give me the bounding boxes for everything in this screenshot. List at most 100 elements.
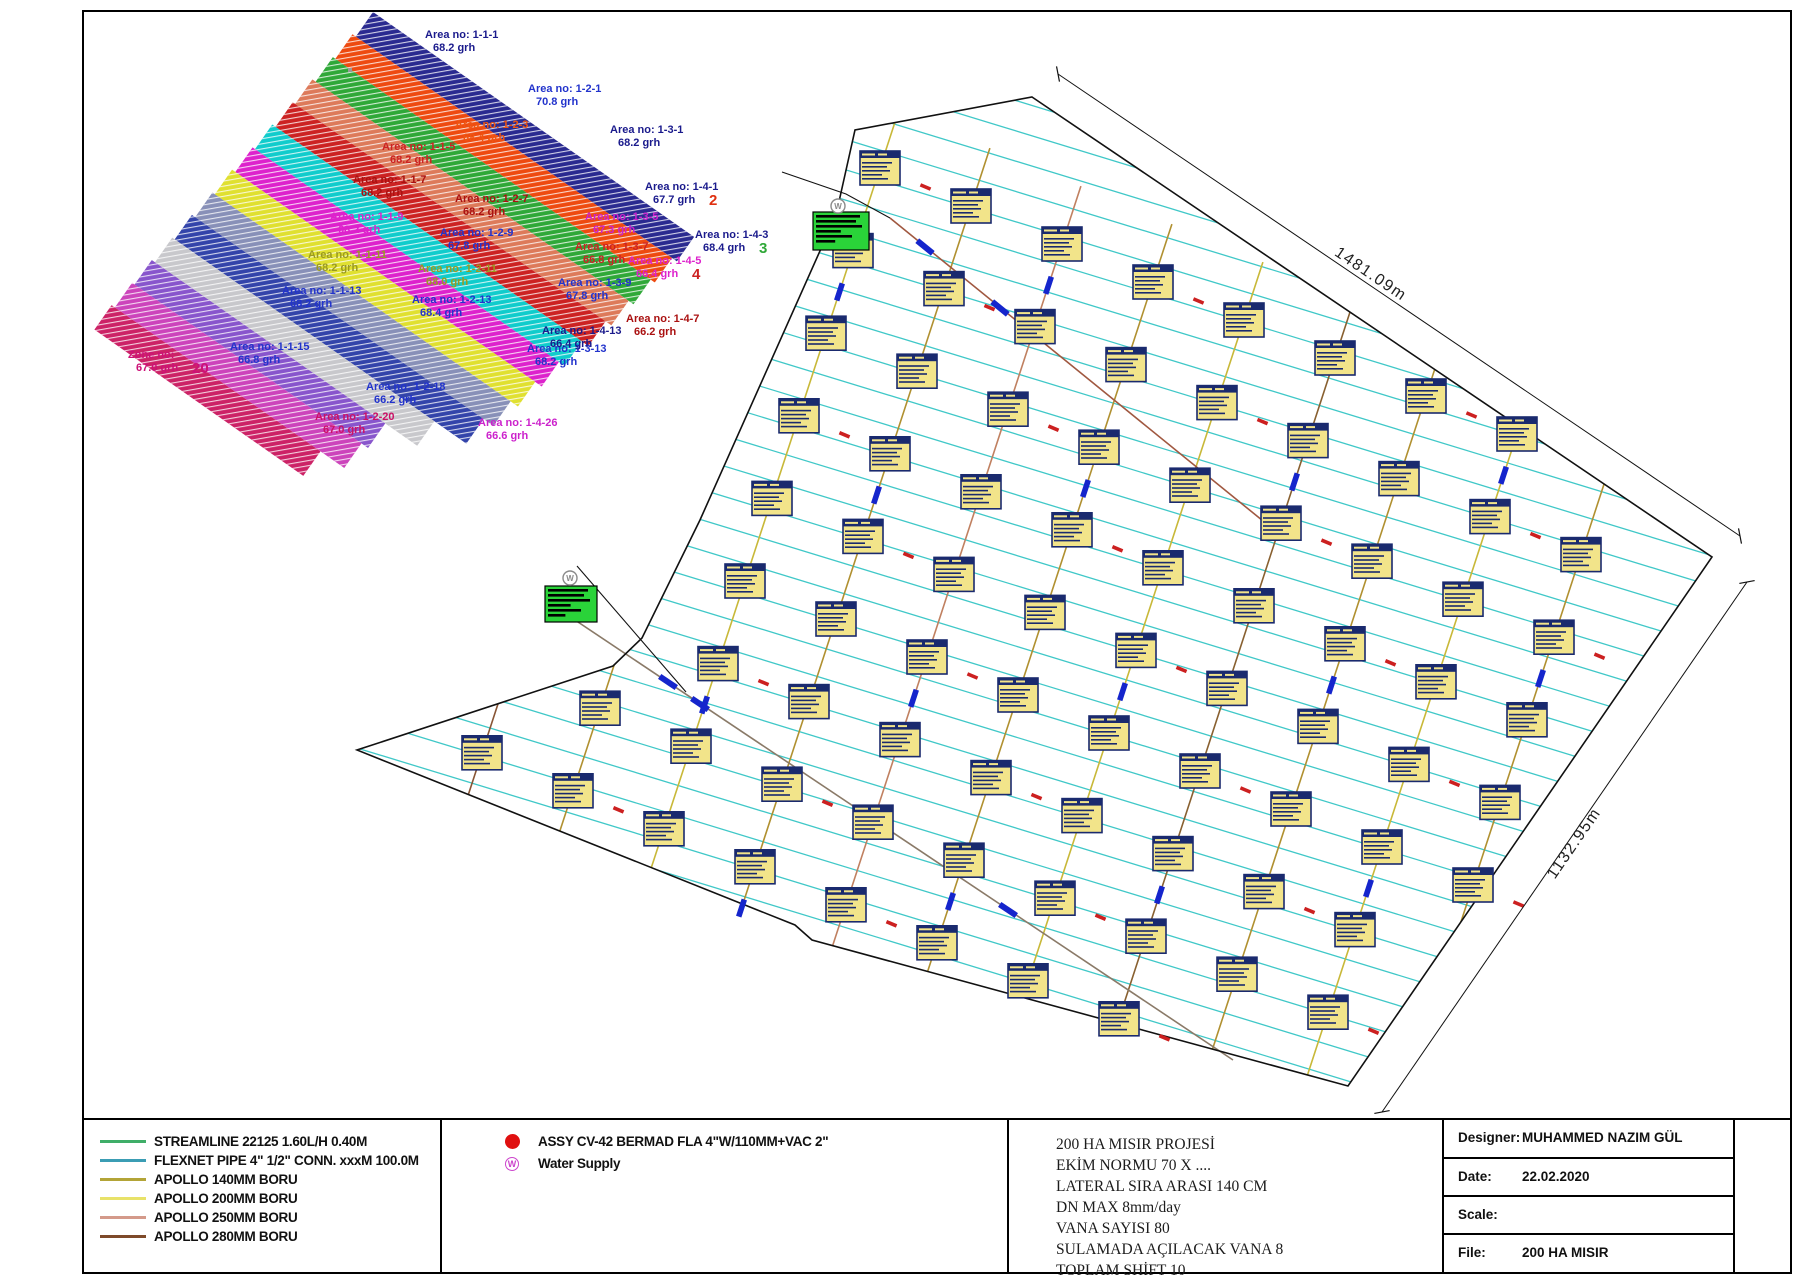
svg-text:67.8 grh: 67.8 grh xyxy=(566,290,608,302)
svg-text:Area no: 1-3-9: Area no: 1-3-9 xyxy=(558,277,631,289)
project-info-line: TOPLAM SHİFT 10 xyxy=(1056,1262,1186,1279)
blue-valve xyxy=(1080,479,1091,498)
pump-info-box xyxy=(812,211,870,251)
dimension-tick xyxy=(1739,579,1755,585)
valve-info-box xyxy=(896,353,938,390)
valve-info-box xyxy=(670,728,712,765)
red-flush-mark xyxy=(1384,659,1397,667)
legend-label: APOLLO 250MM BORU xyxy=(154,1210,298,1225)
valve-info-box xyxy=(643,810,685,847)
valve-info-box xyxy=(1051,511,1093,548)
zone-area-label: Area no: 1-1-768.2 grh xyxy=(353,174,426,199)
title-block-row-line xyxy=(1442,1195,1733,1197)
red-flush-mark xyxy=(757,678,770,687)
supply-main xyxy=(889,217,1269,526)
red-flush-mark xyxy=(1111,545,1124,553)
valve-info-box xyxy=(1223,302,1265,338)
red-flush-mark xyxy=(1239,786,1252,794)
title-block-row-line xyxy=(1442,1157,1733,1159)
project-info-line: 200 HA MISIR PROJESİ xyxy=(1056,1136,1215,1153)
valve-info-box xyxy=(1216,956,1258,993)
project-info-line: DN MAX 8mm/day xyxy=(1056,1199,1181,1216)
svg-text:68.2 grh: 68.2 grh xyxy=(316,262,358,274)
valve-info-box xyxy=(842,518,884,555)
red-flush-mark xyxy=(919,183,932,191)
red-flush-mark xyxy=(1303,906,1316,915)
valve-info-box xyxy=(879,721,921,758)
valve-info-box xyxy=(1314,340,1356,376)
valve-info-box xyxy=(950,188,992,224)
red-flush-mark xyxy=(1465,411,1478,419)
valve-info-box xyxy=(987,391,1029,428)
legend-item-apollo-200: APOLLO 200MM BORU xyxy=(100,1190,298,1207)
svg-text:Area no: 1-4-7: Area no: 1-4-7 xyxy=(626,313,699,325)
red-flush-mark xyxy=(1593,652,1606,660)
band-divider-2 xyxy=(1007,1118,1009,1272)
red-valve-icon xyxy=(505,1134,520,1149)
svg-text:Area no: 1-4-13: Area no: 1-4-13 xyxy=(542,325,621,337)
valve-info-box xyxy=(1496,416,1538,452)
zone-area-label: Area no: 1-3-967.8 grh xyxy=(558,277,631,302)
zone-area-label: Area no: 1-1-168.2 grh xyxy=(425,29,498,54)
blue-valve xyxy=(736,898,747,918)
valve-info-box xyxy=(1078,429,1120,466)
valve-info-box xyxy=(825,886,867,923)
valve-info-box xyxy=(1152,835,1194,872)
svg-text:Area no: 1-1-7: Area no: 1-1-7 xyxy=(353,174,426,186)
valve-info-box xyxy=(916,924,958,961)
legend-item-apollo-250: APOLLO 250MM BORU xyxy=(100,1209,298,1226)
svg-text:Area no: 1-3-13: Area no: 1-3-13 xyxy=(527,343,606,355)
valve-info-box xyxy=(1378,460,1420,497)
svg-text:68.2 grh: 68.2 grh xyxy=(618,137,660,149)
streamline-line-swatch xyxy=(100,1140,146,1143)
svg-text:68.2 grh: 68.2 grh xyxy=(535,356,577,368)
svg-text:70.8 grh: 70.8 grh xyxy=(536,96,578,108)
legend-label: FLEXNET PIPE 4" 1/2" CONN. xxxM 100.0M xyxy=(154,1153,419,1168)
blue-valve xyxy=(1289,472,1300,492)
svg-text:66.8 grh: 66.8 grh xyxy=(238,354,280,366)
valve-info-box xyxy=(923,270,965,307)
band-divider-1 xyxy=(440,1118,442,1272)
valve-info-box xyxy=(1560,536,1602,573)
legend-label: APOLLO 140MM BORU xyxy=(154,1172,298,1187)
valve-info-box xyxy=(869,435,911,472)
red-flush-mark xyxy=(902,551,915,560)
svg-text:Area no: 1-1-15: Area no: 1-1-15 xyxy=(230,341,309,353)
zone-area-label: Area no: 1-3-766.8 grh xyxy=(575,241,648,266)
svg-text:Area no: 1-4-26: Area no: 1-4-26 xyxy=(478,417,557,429)
title-band-top-line xyxy=(82,1118,1790,1120)
blue-valve xyxy=(1043,275,1054,295)
blue-valve xyxy=(834,282,845,302)
designer-label: Designer: xyxy=(1458,1130,1521,1145)
valve-info-box xyxy=(1479,784,1521,821)
red-flush-mark xyxy=(966,672,979,680)
svg-text:W: W xyxy=(566,574,574,583)
title-block-row-line xyxy=(1442,1233,1733,1235)
valve-info-box xyxy=(724,563,766,599)
valve-info-box xyxy=(1415,663,1457,700)
svg-text:Area no: 1-2-1: Area no: 1-2-1 xyxy=(528,83,601,95)
red-flush-mark xyxy=(1094,913,1107,921)
valve-info-box xyxy=(1442,581,1484,618)
valve-info-box xyxy=(751,480,793,517)
valve-info-box xyxy=(960,473,1002,510)
svg-text:66.4 grh: 66.4 grh xyxy=(636,268,678,280)
valve-info-box xyxy=(1351,543,1393,580)
valve-info-box xyxy=(697,645,739,682)
svg-text:Area no: 1-2-20: Area no: 1-2-20 xyxy=(315,411,394,423)
valve-info-box xyxy=(997,677,1039,713)
zone-map xyxy=(94,12,695,476)
valve-info-box xyxy=(1260,505,1302,542)
legend-label: APOLLO 200MM BORU xyxy=(154,1191,298,1206)
valve-info-box xyxy=(1142,549,1184,586)
valve-info-box xyxy=(734,848,776,885)
red-flush-mark xyxy=(612,806,625,814)
stray-dot xyxy=(348,68,352,72)
